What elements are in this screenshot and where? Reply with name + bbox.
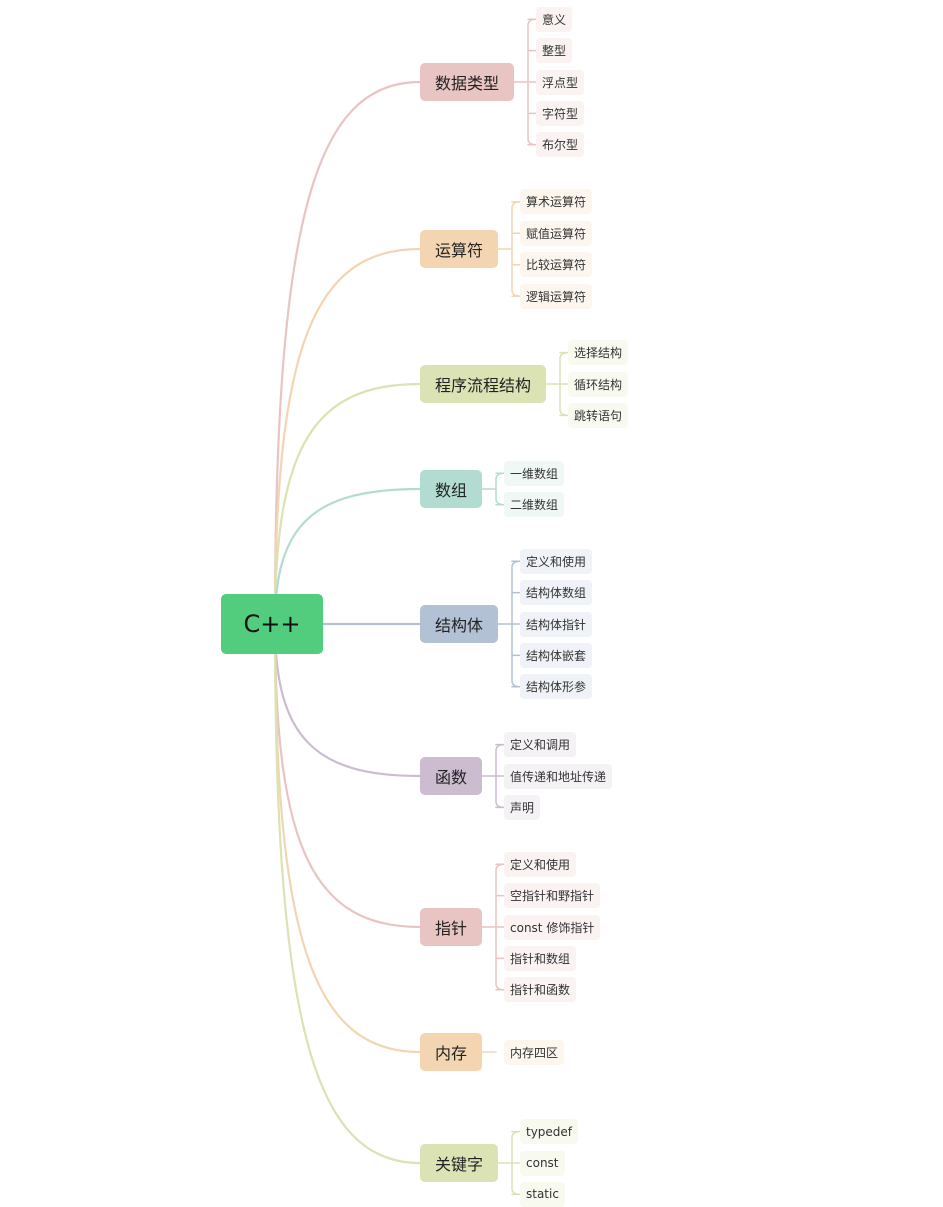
topic-node-6[interactable]: 函数	[420, 757, 483, 795]
subtopic-node[interactable]: 定义和使用	[520, 548, 593, 574]
subtopic-label: 算术运算符	[526, 195, 587, 210]
subtopic-label: 内存四区	[510, 1045, 559, 1060]
subtopic-label: 结构体形参	[526, 680, 587, 695]
subtopic-label: 浮点型	[542, 75, 579, 90]
root-label: C++	[243, 610, 301, 638]
subtopic-node[interactable]: 结构体嵌套	[520, 642, 593, 668]
subtopic-label: 空指针和野指针	[510, 889, 595, 904]
subtopic-node[interactable]: 声明	[504, 794, 541, 820]
subtopic-label: 指针和函数	[510, 983, 571, 998]
root-node[interactable]: C++	[221, 594, 323, 654]
subtopic-label: 定义和调用	[510, 738, 571, 753]
subtopic-label: 选择结构	[574, 346, 623, 361]
subtopic-label: 赋值运算符	[526, 226, 587, 241]
subtopic-node[interactable]: 布尔型	[536, 132, 585, 158]
topic-node-1[interactable]: 数据类型	[420, 63, 515, 101]
subtopic-label: 结构体指针	[526, 617, 587, 632]
subtopic-node[interactable]: 字符型	[536, 100, 585, 126]
subtopic-label: 指针和数组	[510, 951, 571, 966]
subtopic-node[interactable]: 二维数组	[504, 492, 565, 518]
subtopic-node[interactable]: 浮点型	[536, 69, 585, 95]
subtopic-node[interactable]: 值传递和地址传递	[504, 763, 613, 789]
subtopic-node[interactable]: 算术运算符	[520, 189, 593, 215]
subtopic-node[interactable]: 指针和数组	[504, 945, 577, 971]
subtopic-node[interactable]: 整型	[536, 38, 573, 64]
subtopic-node[interactable]: 比较运算符	[520, 252, 593, 278]
subtopic-label: 比较运算符	[526, 258, 587, 273]
subtopic-node[interactable]: 定义和调用	[504, 732, 577, 758]
branch-link-6	[273, 622, 422, 778]
subtopic-node[interactable]: 结构体指针	[520, 611, 593, 637]
subtopic-node[interactable]: 定义和使用	[504, 851, 577, 877]
subtopic-node[interactable]: const	[520, 1150, 565, 1176]
topic-label: 程序流程结构	[435, 376, 532, 395]
subtopic-label: 布尔型	[542, 138, 579, 153]
subtopic-label: 结构体数组	[526, 586, 587, 601]
topic-node-4[interactable]: 数组	[420, 470, 483, 508]
branch-link-4	[273, 487, 422, 626]
subtopic-label: 循环结构	[574, 377, 623, 392]
topic-label: 内存	[435, 1044, 468, 1063]
subtopic-node[interactable]: 空指针和野指针	[504, 883, 601, 909]
subtopic-label: const 修饰指针	[510, 920, 595, 935]
subtopic-node[interactable]: 跳转语句	[568, 402, 629, 428]
subtopic-label: 结构体嵌套	[526, 648, 587, 663]
topic-label: 结构体	[435, 616, 484, 635]
topic-node-7[interactable]: 指针	[420, 908, 483, 946]
topic-label: 关键字	[435, 1155, 484, 1174]
topic-label: 数组	[435, 481, 468, 500]
subtopic-label: 声明	[510, 800, 535, 815]
subtopic-label: 意义	[542, 12, 567, 27]
subtopic-node[interactable]: 赋值运算符	[520, 220, 593, 246]
subtopic-node[interactable]: 指针和函数	[504, 977, 577, 1003]
topic-label: 数据类型	[435, 74, 500, 93]
subtopic-node[interactable]: 选择结构	[568, 340, 629, 366]
subtopic-node[interactable]: 结构体数组	[520, 580, 593, 606]
subtopic-label: 定义和使用	[526, 554, 587, 569]
subtopic-node[interactable]: 一维数组	[504, 460, 565, 486]
subtopic-node[interactable]: 结构体形参	[520, 674, 593, 700]
branch-link-9	[273, 622, 422, 1165]
subtopic-label: 逻辑运算符	[526, 289, 587, 304]
subtopic-label: typedef	[526, 1124, 573, 1139]
subtopic-label: 一维数组	[510, 466, 559, 481]
subtopic-label: const	[526, 1156, 559, 1170]
subtopic-node[interactable]: 逻辑运算符	[520, 283, 593, 309]
subtopic-label: 跳转语句	[574, 408, 623, 423]
subtopic-label: 整型	[542, 44, 567, 59]
subtopic-label: 定义和使用	[510, 857, 571, 872]
topic-label: 运算符	[435, 241, 484, 260]
topic-label: 指针	[435, 919, 468, 938]
subtopic-node[interactable]: 意义	[536, 6, 573, 32]
branch-link-3	[273, 382, 422, 626]
topic-node-9[interactable]: 关键字	[420, 1144, 499, 1182]
subtopic-label: 二维数组	[510, 498, 559, 513]
branch-link-7	[273, 622, 422, 929]
topic-node-8[interactable]: 内存	[420, 1033, 483, 1071]
subtopic-node[interactable]: 内存四区	[504, 1039, 565, 1065]
subtopic-label: 字符型	[542, 106, 579, 121]
subtopic-label: static	[526, 1187, 559, 1202]
subtopic-node[interactable]: const 修饰指针	[504, 914, 601, 940]
subtopic-node[interactable]: static	[520, 1181, 565, 1207]
branch-link-1	[273, 80, 422, 626]
branch-link-2	[273, 247, 422, 626]
bracket-line-4	[495, 472, 505, 506]
topic-node-3[interactable]: 程序流程结构	[420, 365, 547, 403]
topic-node-2[interactable]: 运算符	[420, 230, 499, 268]
subtopic-node[interactable]: typedef	[520, 1119, 579, 1145]
bracket-line-2	[511, 201, 521, 297]
topic-label: 函数	[435, 768, 468, 787]
subtopic-label: 值传递和地址传递	[510, 769, 607, 784]
subtopic-node[interactable]: 循环结构	[568, 371, 629, 397]
topic-node-5[interactable]: 结构体	[420, 605, 499, 643]
